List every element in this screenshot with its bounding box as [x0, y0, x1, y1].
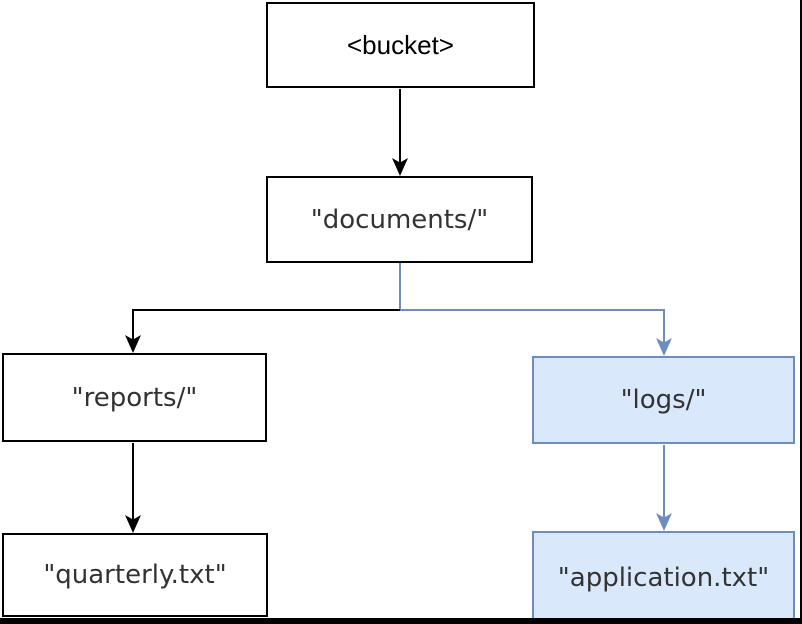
node-reports: "reports/" [2, 353, 267, 442]
node-reports-label: "reports/" [71, 382, 198, 413]
edge-documents-reports [125, 309, 400, 353]
image-bottom-edge [0, 618, 802, 624]
edge-documents-logs [400, 309, 672, 356]
node-bucket-label: <bucket> [347, 29, 454, 60]
node-documents: "documents/" [266, 176, 533, 263]
node-documents-label: "documents/" [310, 204, 489, 235]
node-quarterly-label: "quarterly.txt" [43, 560, 227, 590]
node-logs-label: "logs/" [620, 385, 707, 415]
node-application-label: "application.txt" [557, 562, 770, 593]
node-bucket: <bucket> [266, 2, 535, 88]
image-right-edge [800, 0, 802, 624]
node-quarterly: "quarterly.txt" [2, 533, 268, 617]
node-logs: "logs/" [532, 356, 795, 444]
node-application: "application.txt" [532, 531, 795, 624]
